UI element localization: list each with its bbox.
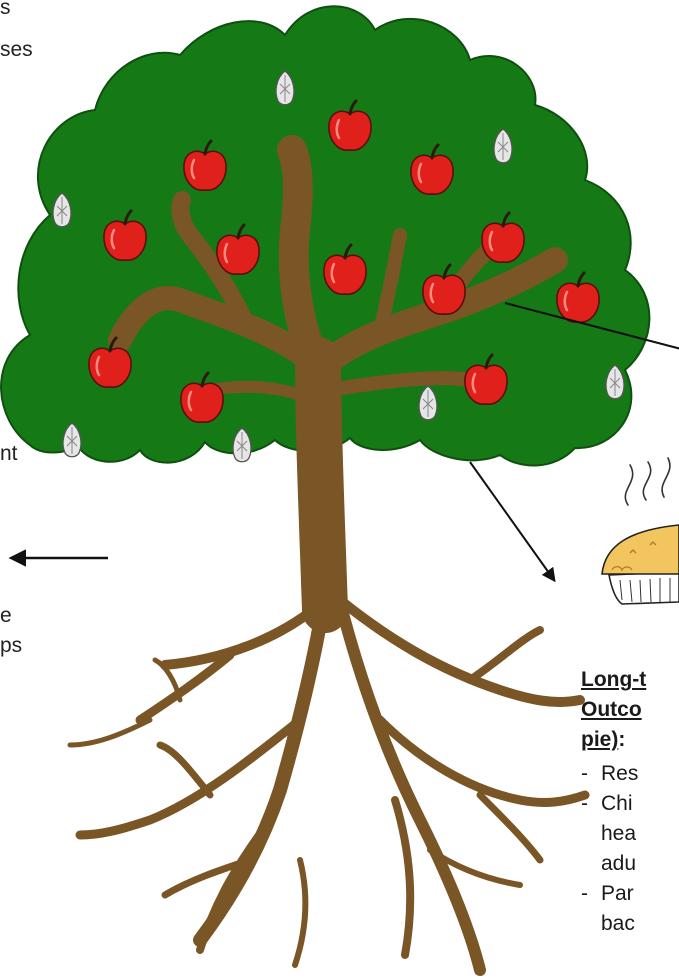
left-text-fragment: s (0, 0, 11, 22)
left-text-fragment: nt (0, 440, 18, 468)
outcomes-heading-colon: : (618, 728, 625, 751)
list-item-continuation: adu (581, 849, 679, 879)
outcomes-list: -Res -Chi hea adu -Par bac (581, 759, 679, 939)
list-item-continuation: bac (581, 909, 679, 939)
outcomes-heading-line: Long-t (581, 665, 679, 695)
arrow-icon (470, 462, 554, 580)
list-item: -Chi (581, 789, 679, 819)
list-item: -Par (581, 879, 679, 909)
left-text-fragment: ps (0, 632, 22, 660)
long-term-outcomes: Long-t Outco pie): -Res -Chi hea adu -Pa… (581, 665, 679, 939)
pie-icon (602, 458, 679, 604)
left-text-fragment: e (0, 602, 12, 630)
outcomes-heading-line: pie) (581, 728, 618, 751)
list-item: -Res (581, 759, 679, 789)
outcomes-heading-line: Outco (581, 695, 679, 725)
left-text-fragment: ses (0, 36, 33, 64)
list-item-continuation: hea (581, 819, 679, 849)
